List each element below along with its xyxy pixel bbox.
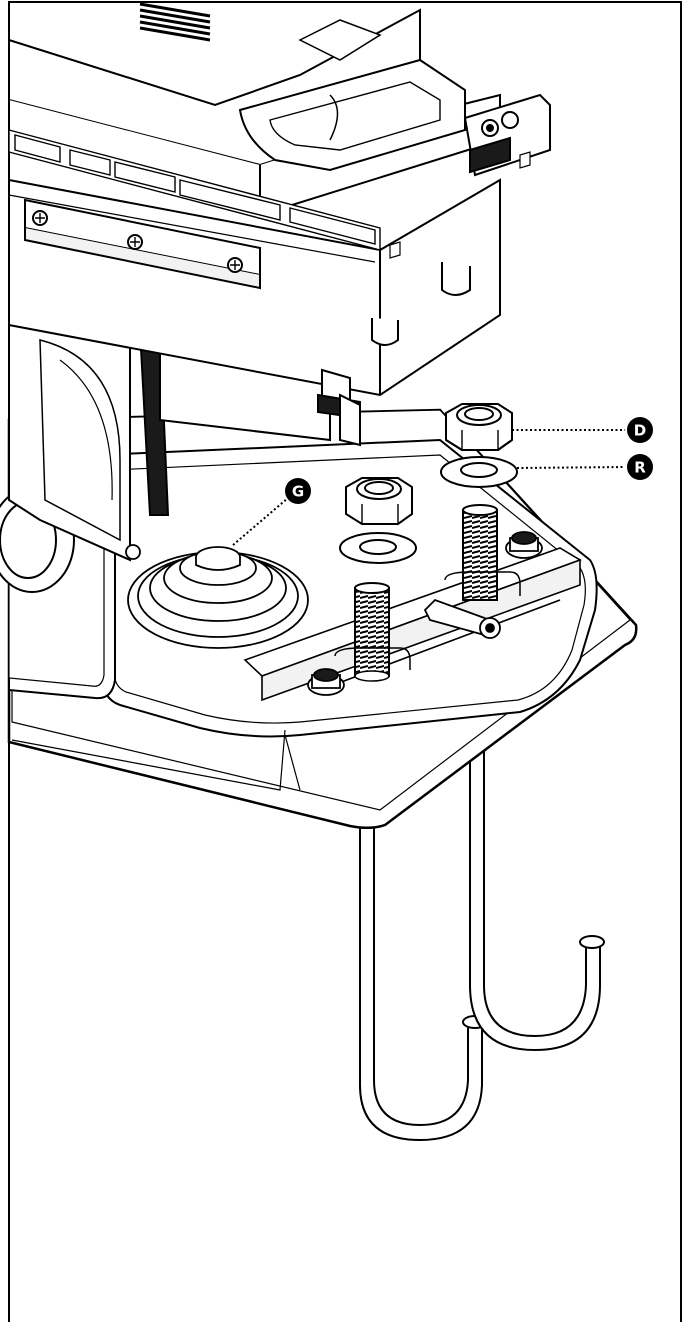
callout-r-badge <box>627 454 653 480</box>
stud-bolt-front <box>334 582 411 682</box>
callout-d: D <box>512 417 653 443</box>
release-lever <box>125 544 501 639</box>
callout-d-badge <box>627 417 653 443</box>
stud-bolt-rear <box>444 504 521 601</box>
anchor-bolt-left-j-hook <box>358 814 488 1142</box>
terminal-connector-strip <box>8 129 381 251</box>
leader-line-r <box>516 466 626 469</box>
plate-screw-rear <box>505 531 543 559</box>
washer-front <box>339 532 417 564</box>
callout-r-label: R <box>634 459 646 477</box>
plate-screw-front <box>307 668 345 696</box>
callout-g-label: G <box>292 483 304 501</box>
callout-r: R <box>516 454 653 480</box>
callout-g-badge <box>285 478 311 504</box>
clamp-bar <box>24 198 261 290</box>
leader-line-g <box>232 497 289 546</box>
callout-d-label: D <box>634 422 646 440</box>
nut-d <box>445 403 513 451</box>
cable-gland <box>127 546 309 649</box>
callout-g: G <box>232 478 311 546</box>
nut-front <box>345 477 413 525</box>
washer-r <box>440 456 518 488</box>
anchor-bolt-right-j-hook <box>469 744 605 1052</box>
